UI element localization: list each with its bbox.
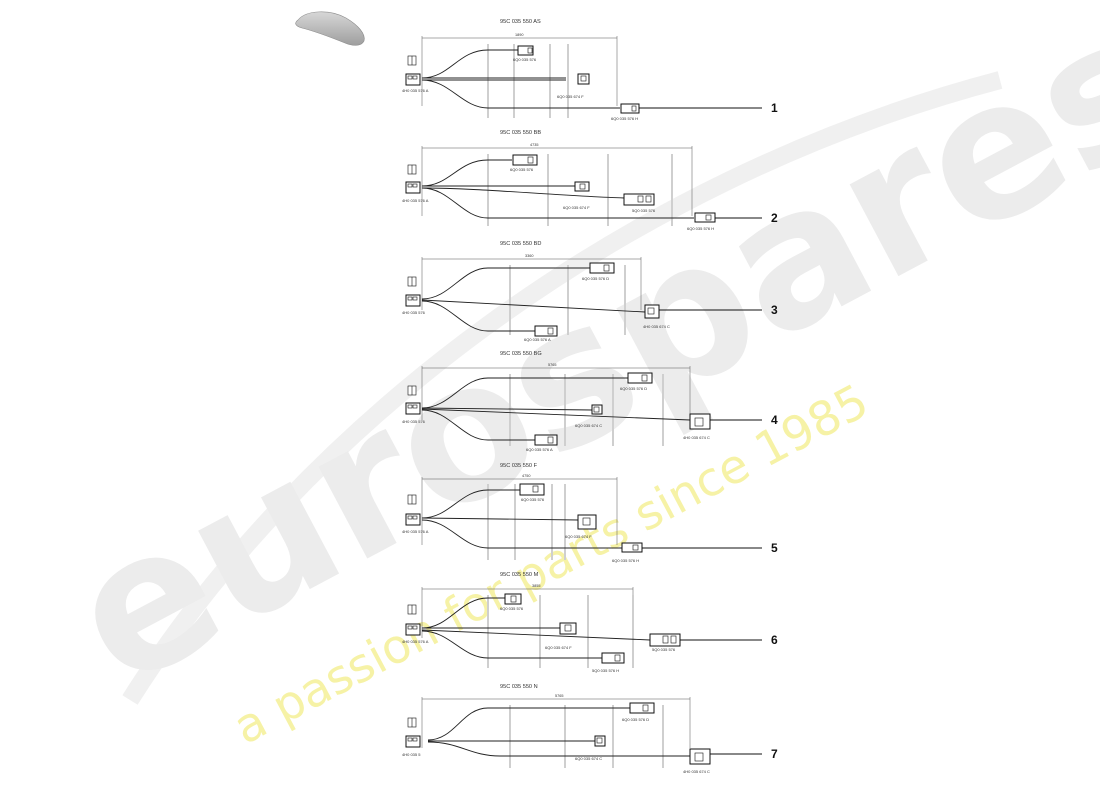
harness-part-number: 95C 035 550 F <box>500 463 538 469</box>
connector-label: 6Q0 035 576 A <box>524 337 551 342</box>
connector-label: 5Q0 035 576 <box>652 647 676 652</box>
connector-label: 5Q0 035 576 <box>632 208 656 213</box>
connector-icon <box>629 702 655 714</box>
callout-number: 4 <box>771 413 778 427</box>
connector-icon <box>405 623 421 636</box>
connector-label: 6Q0 035 576 H <box>612 558 639 563</box>
connector-icon <box>601 652 625 664</box>
harness-5: 95C 035 550 F 4750 4H0 035 576 A 6Q0 035… <box>402 463 778 563</box>
harness-dimension: 1890 <box>515 33 523 37</box>
connector-label: 6Q0 035 576 <box>513 57 537 62</box>
connector-icon <box>620 103 640 114</box>
harness-dimension: 5765 <box>548 363 556 367</box>
connector-label: 6Q0 035 576 <box>510 167 534 172</box>
harness-dimension: 4750 <box>522 474 530 478</box>
connector-icon <box>694 212 716 223</box>
connector-icon <box>512 154 538 166</box>
harness-part-number: 95C 035 550 BG <box>500 351 542 357</box>
connector-icon <box>627 372 653 384</box>
connector-icon <box>689 413 711 430</box>
connector-label: 6Q0 035 674 F <box>557 94 584 99</box>
connector-pinout-icon <box>407 717 417 728</box>
connector-label: 4H0 035 576 <box>402 310 426 315</box>
connector-icon <box>517 45 534 56</box>
connector-label: 6Q0 035 576 <box>521 497 545 502</box>
connector-label: 4H0 035 576 A <box>402 88 429 93</box>
connector-label: 4H0 035 674 C <box>683 769 710 774</box>
connector-label: 6Q0 035 674 F <box>563 205 590 210</box>
harness-part-number: 95C 035 550 AS <box>500 19 541 25</box>
harness-4: 95C 035 550 BG 5765 4H0 035 576 6Q0 035 … <box>402 351 778 452</box>
connector-icon <box>405 513 421 526</box>
connector-icon <box>405 402 421 415</box>
connector-pinout-icon <box>407 385 417 396</box>
connector-icon <box>644 304 660 319</box>
connector-label: 4H0 035 674 C <box>683 435 710 440</box>
connector-label: 6Q0 035 674 C <box>575 756 602 761</box>
connector-label: 4H0 035 576 A <box>402 529 429 534</box>
callout-number: 2 <box>771 211 778 225</box>
connector-icon <box>405 73 421 86</box>
connector-label: 5Q0 035 576 H <box>592 668 619 673</box>
harness-3: 95C 035 550 BD 3360 4H0 035 576 6Q0 035 … <box>402 241 778 342</box>
connector-icon <box>623 193 655 206</box>
car-silhouette-icon <box>295 11 365 46</box>
connector-label: 4H0 035 576 A <box>402 639 429 644</box>
connector-icon <box>649 633 681 647</box>
connector-label: 6Q0 035 576 <box>500 606 524 611</box>
connector-icon <box>589 262 615 274</box>
connector-icon <box>577 514 597 530</box>
connector-icon <box>405 294 421 307</box>
connector-icon <box>534 434 558 446</box>
connector-label: 6Q0 035 674 C <box>575 423 602 428</box>
connector-icon <box>559 622 577 635</box>
connector-label: 6Q0 035 674 F <box>565 534 592 539</box>
connector-icon <box>534 325 558 337</box>
harness-2: 95C 035 550 BB 4735 4H0 035 576 A 6Q0 03… <box>402 130 778 231</box>
connector-label: 6Q0 035 576 H <box>687 226 714 231</box>
connector-label: 6Q0 035 576 H <box>611 116 638 121</box>
connector-label: 4H0 035 674 C <box>643 324 670 329</box>
connector-label: 6Q0 035 674 F <box>545 645 572 650</box>
connector-pinout-icon <box>407 164 417 175</box>
harness-part-number: 95C 035 550 BD <box>500 241 541 247</box>
connector-icon <box>405 181 421 194</box>
harness-dimension: 4735 <box>530 143 538 147</box>
connector-icon <box>594 735 606 747</box>
harness-part-number: 95C 035 550 M <box>500 572 539 578</box>
harness-1: 95C 035 550 AS 1890 4H0 035 576 A 6Q0 03… <box>402 19 778 121</box>
connector-icon <box>504 593 522 605</box>
harness-part-number: 95C 035 550 BB <box>500 130 541 136</box>
connector-label: 4H0 035 576 <box>402 419 426 424</box>
harness-dimension: 3855 <box>532 584 540 588</box>
connector-icon <box>577 73 590 85</box>
connector-label: 4H0 035 5 <box>402 752 421 757</box>
connector-label: 6Q0 035 576 D <box>620 386 647 391</box>
callout-number: 6 <box>771 633 778 647</box>
connector-label: 6Q0 035 576 D <box>582 276 609 281</box>
callout-number: 5 <box>771 541 778 555</box>
connector-icon <box>689 748 711 765</box>
harness-part-number: 95C 035 550 N <box>500 684 538 690</box>
connector-icon <box>405 735 421 748</box>
harness-6: 95C 035 550 M 3855 4H0 035 576 A 6Q0 035… <box>402 572 778 673</box>
harness-7: 95C 035 550 N 5765 4H0 035 5 6Q0 035 576… <box>402 684 778 774</box>
harness-dimension: 3360 <box>525 254 533 258</box>
harness-dimension: 5765 <box>555 694 563 698</box>
connector-pinout-icon <box>407 55 417 66</box>
connector-label: 6Q0 035 576 A <box>526 447 553 452</box>
connector-icon <box>519 483 545 496</box>
connector-pinout-icon <box>407 276 417 287</box>
callout-number: 1 <box>771 101 778 115</box>
connector-icon <box>591 404 603 415</box>
callout-number: 3 <box>771 303 778 317</box>
connector-pinout-icon <box>407 494 417 505</box>
connector-icon <box>574 181 590 192</box>
callout-number: 7 <box>771 747 778 761</box>
connector-label: 6Q0 035 576 D <box>622 717 649 722</box>
connector-label: 4H0 035 576 A <box>402 198 429 203</box>
connector-icon <box>621 542 643 553</box>
connector-pinout-icon <box>407 604 417 615</box>
